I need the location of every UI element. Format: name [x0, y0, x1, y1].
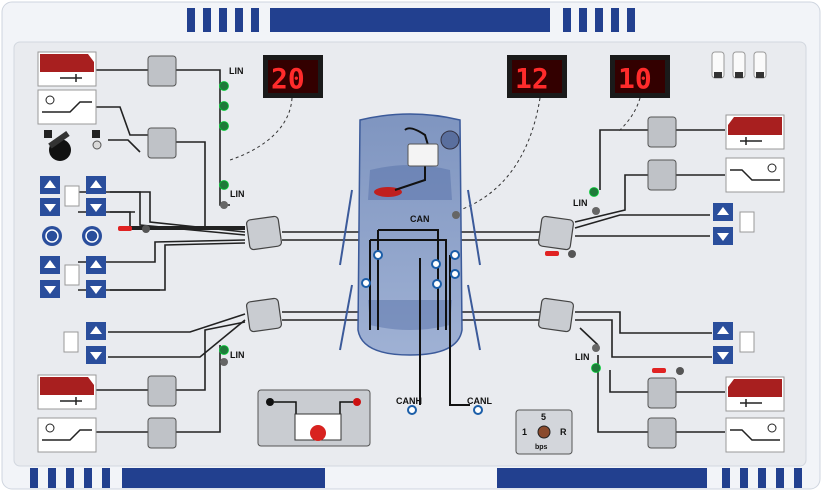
fuse-icon[interactable] [310, 425, 326, 441]
actuator-icon [647, 377, 677, 409]
actuator-icon [647, 116, 677, 148]
window-icon [739, 211, 755, 233]
can-ground-socket [452, 211, 460, 219]
switch-label-left: 1 [522, 427, 527, 437]
window-icon-bottom-left[interactable] [37, 417, 97, 453]
socket-icon [219, 345, 229, 355]
door-controllers [245, 215, 575, 333]
controller-icon [245, 215, 283, 251]
svg-text:20: 20 [271, 62, 305, 95]
window-icon [63, 331, 79, 353]
led-icon [118, 226, 132, 231]
svg-text:10: 10 [618, 62, 652, 95]
socket-icon [219, 81, 229, 91]
led-icon [652, 368, 666, 373]
actuator-icon [147, 127, 177, 159]
display-middle: 12 [507, 55, 567, 98]
svg-text:12: 12 [515, 62, 549, 95]
sensor-icon [440, 130, 460, 150]
lin-sockets [219, 81, 601, 373]
switch-label-top: 5 [541, 412, 546, 422]
controller-icon [407, 143, 439, 167]
mirror-icon-bottom-right[interactable] [725, 376, 785, 412]
left-button-pairs [40, 176, 150, 364]
label-lin-top-right: LIN [573, 198, 588, 208]
left-controls [44, 130, 102, 161]
car-body [339, 113, 481, 356]
switch-label-bottom: bps [535, 444, 548, 451]
can-sockets [361, 250, 483, 415]
mirror-icon-bottom-left[interactable] [37, 374, 97, 410]
info-icon[interactable] [82, 226, 102, 246]
socket-icon [589, 187, 599, 197]
actuator-icon [147, 375, 177, 407]
window-icon-top-left[interactable] [37, 89, 97, 125]
controller-icon [245, 297, 283, 333]
window-icon [64, 185, 80, 207]
actuators [147, 55, 677, 449]
socket-icon [219, 180, 229, 190]
fuse-holders [711, 51, 767, 79]
window-icon [739, 331, 755, 353]
battery-module [257, 389, 371, 447]
unlock-icon [92, 130, 100, 138]
bottom-decoration [30, 468, 802, 488]
socket-icon [219, 101, 229, 111]
label-canh: CANH [396, 396, 422, 406]
bps-switch[interactable] [515, 409, 573, 455]
socket-icon [219, 121, 229, 131]
display-left: 20 [263, 55, 323, 98]
window-icon-top-right[interactable] [725, 157, 785, 193]
actuator-icon [147, 417, 177, 449]
lock-icon [44, 130, 52, 138]
window-icon [64, 264, 80, 286]
label-lin-bottom-left: LIN [230, 350, 245, 360]
mirror-icon-top-left[interactable] [37, 51, 97, 87]
mirror-icon-top-right[interactable] [725, 114, 785, 150]
label-lin-mid-left: LIN [230, 189, 245, 199]
controller-icon [537, 215, 575, 251]
actuator-icon [647, 417, 677, 449]
wiring [78, 69, 725, 433]
led-icon [545, 251, 559, 256]
switch-label-right: R [560, 427, 567, 437]
top-decoration [187, 8, 635, 32]
socket-icon [591, 363, 601, 373]
label-can: CAN [410, 214, 430, 224]
window-icon-bottom-right[interactable] [725, 417, 785, 453]
actuator-icon [147, 55, 177, 87]
label-lin-top-left: LIN [229, 66, 244, 76]
label-lin-bottom-right: LIN [575, 352, 590, 362]
controller-icon [537, 297, 575, 333]
passenger-icon[interactable] [42, 226, 62, 246]
right-button-pairs [545, 203, 755, 375]
display-right: 10 [610, 55, 670, 98]
display-leads [229, 97, 641, 211]
label-canl: CANL [467, 396, 492, 406]
actuator-icon [647, 159, 677, 191]
